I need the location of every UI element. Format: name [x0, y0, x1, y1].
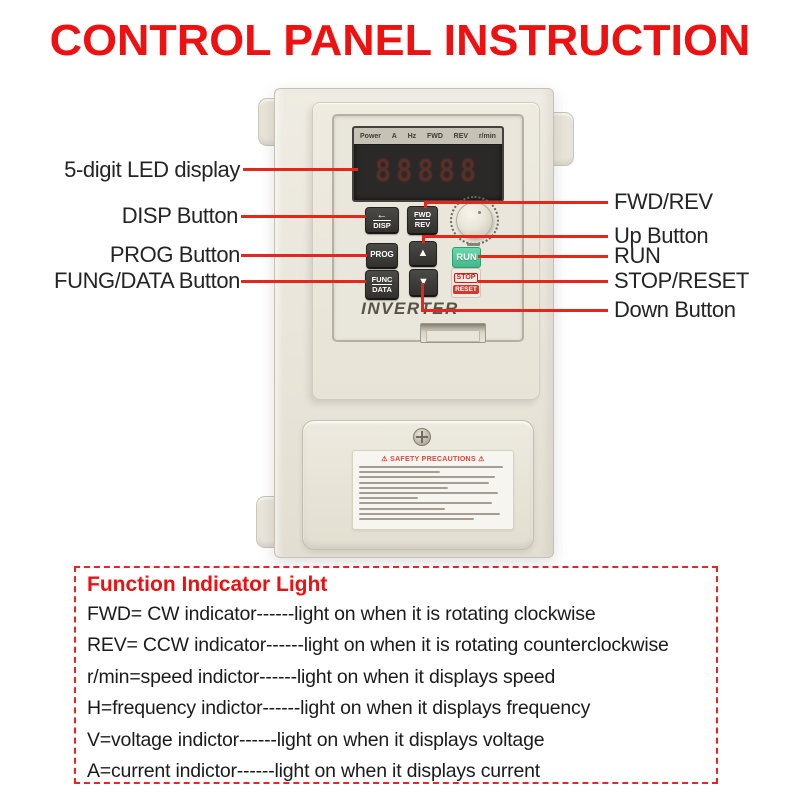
- callout-label-prog-button: PROG Button: [109, 242, 241, 267]
- prog-button-label: PROG: [370, 250, 394, 260]
- callout-stub-up: [422, 235, 425, 243]
- led-display: Power A Hz FWD REV r/min 88888: [352, 126, 504, 202]
- run-button-label: RUN: [456, 252, 477, 263]
- callout-line-func-data: [241, 280, 366, 283]
- func-data-button[interactable]: FUNC DATA: [365, 270, 399, 300]
- indicator-line-rev: REV= CCW indicator------light on when it…: [87, 634, 669, 657]
- prog-button[interactable]: PROG: [366, 243, 398, 269]
- indicator-line-v: V=voltage indictor------light on when it…: [87, 728, 545, 751]
- indicator-label-hz: Hz: [407, 132, 417, 140]
- function-indicator-box: Function Indicator Light FWD= CW indicat…: [74, 566, 718, 784]
- callout-label-up-button: Up Button: [614, 223, 709, 248]
- callout-stub-down: [421, 283, 424, 311]
- safety-label-title: ⚠ SAFETY PRECAUTIONS ⚠: [381, 456, 485, 463]
- callout-label-run: RUN: [614, 243, 661, 268]
- func-label: FUNC: [371, 274, 393, 284]
- callout-line-up: [422, 235, 608, 238]
- reset-label: RESET: [453, 284, 479, 294]
- left-arrow-icon: ←: [376, 208, 388, 221]
- callout-label-fwd-rev: FWD/REV: [614, 189, 713, 214]
- page-title: CONTROL PANEL INSTRUCTION: [49, 16, 751, 65]
- knob-marker-dot: [478, 211, 481, 214]
- inverter-brand-label: INVERTER: [361, 299, 459, 318]
- callout-label-stop-reset: STOP/RESET: [614, 268, 749, 293]
- callout-label-led-display: 5-digit LED display: [64, 157, 240, 182]
- callout-line-down: [421, 309, 608, 312]
- indicator-line-rmin: r/min=speed indictor------light on when …: [87, 665, 556, 688]
- indicator-line-fwd: FWD= CW indicator------light on when it …: [87, 603, 596, 625]
- callout-label-func-data-button: FUNG/DATA Button: [54, 268, 240, 293]
- up-arrow-icon: ▲: [417, 247, 429, 259]
- callout-line-display: [243, 168, 358, 171]
- indicator-label-power: Power: [360, 132, 382, 140]
- indicator-label-rev: REV: [453, 132, 469, 140]
- safety-label: ⚠ SAFETY PRECAUTIONS ⚠: [352, 450, 514, 530]
- indicator-line-a: A=current indictor------light on when it…: [87, 760, 540, 783]
- stop-label: STOP: [453, 272, 479, 283]
- knob-tick-mark: [467, 243, 480, 246]
- latch-tab: [426, 330, 480, 342]
- fwd-rev-button[interactable]: FWD REV: [407, 206, 438, 235]
- disp-button-label: DISP: [373, 219, 391, 230]
- disp-button[interactable]: ← DISP: [365, 207, 399, 234]
- callout-line-prog: [241, 254, 367, 257]
- display-digits: 88888: [374, 153, 482, 189]
- callout-line-stop-reset: [478, 280, 608, 283]
- data-label: DATA: [372, 283, 392, 294]
- function-indicator-box-title: Function Indicator Light: [87, 573, 328, 596]
- callout-line-run: [478, 255, 608, 258]
- indicator-label-rmin: r/min: [478, 132, 496, 140]
- stop-reset-button[interactable]: STOP RESET: [451, 268, 481, 298]
- indicator-line-h: H=frequency indictor------light on when …: [87, 697, 591, 720]
- callout-label-down-button: Down Button: [614, 297, 736, 322]
- display-indicator-row: Power A Hz FWD REV r/min: [354, 128, 502, 145]
- indicator-label-fwd: FWD: [426, 132, 443, 140]
- fwd-label: FWD: [413, 210, 432, 220]
- safety-fine-print: [359, 466, 507, 520]
- potentiometer-knob[interactable]: [456, 202, 493, 239]
- callout-label-disp-button: DISP Button: [121, 203, 239, 228]
- indicator-label-a: A: [391, 132, 397, 140]
- up-button[interactable]: ▲: [409, 241, 437, 267]
- callout-stub-fwd-rev: [424, 201, 427, 208]
- down-arrow-icon: ▼: [418, 276, 429, 288]
- screw-icon: [413, 428, 431, 446]
- rev-label: REV: [414, 219, 431, 229]
- run-button[interactable]: RUN: [452, 247, 481, 268]
- callout-line-disp: [241, 215, 366, 218]
- callout-line-fwd-rev: [424, 201, 608, 204]
